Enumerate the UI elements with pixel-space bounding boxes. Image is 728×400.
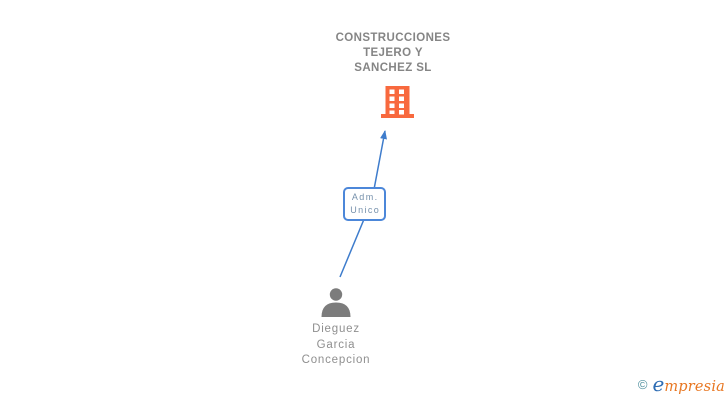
relationship-label-line: Unico — [350, 205, 381, 215]
brand-initial: e — [652, 372, 665, 396]
brand-name: mpresia — [664, 379, 725, 395]
relationship-label-line: Adm. — [351, 192, 379, 202]
empresia-logo[interactable]: © e mpresia — [638, 372, 725, 396]
person-name-line: Dieguez — [312, 323, 360, 335]
company-name-line: TEJERO Y — [363, 47, 423, 59]
building-icon — [381, 86, 414, 118]
person-name-line: Concepcion — [301, 354, 371, 366]
person-name: Dieguez Garcia Concepcion — [276, 322, 396, 369]
person-name-line: Garcia — [316, 338, 356, 351]
copyright-icon: © — [637, 377, 648, 392]
person-icon — [321, 288, 351, 317]
company-name-line: CONSTRUCCIONES — [335, 32, 451, 44]
relationship-label-box: Adm. Unico — [343, 187, 386, 221]
company-name: CONSTRUCCIONES TEJERO Y SANCHEZ SL — [293, 31, 493, 76]
company-name-line: SANCHEZ SL — [354, 62, 432, 74]
